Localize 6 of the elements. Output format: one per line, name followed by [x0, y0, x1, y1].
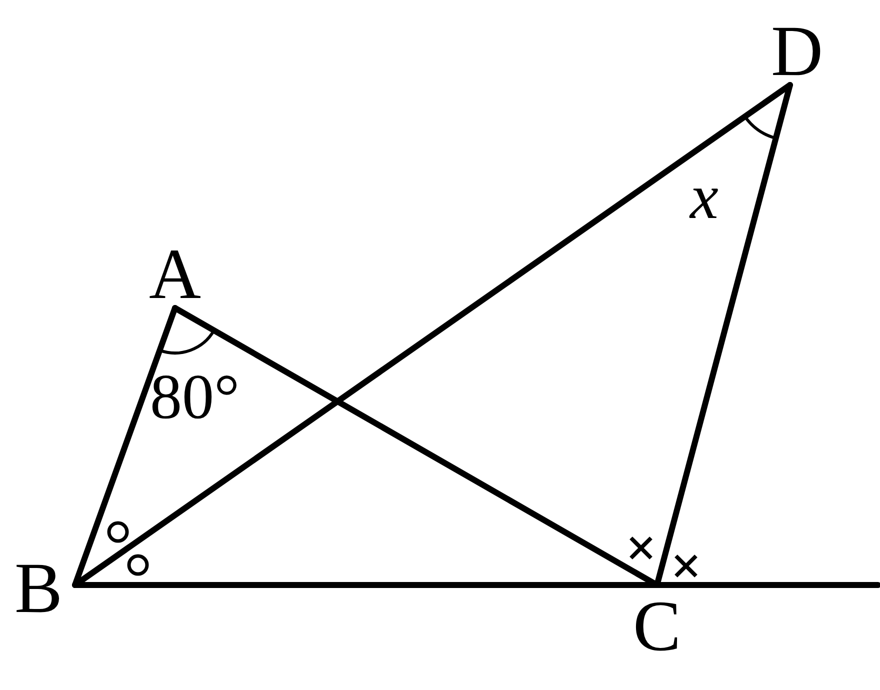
vertex-label: A — [140, 238, 210, 308]
vertex-label: D — [762, 15, 832, 85]
vertex-label: B — [2, 552, 75, 622]
angle-label: 80° — [150, 365, 240, 429]
angle-label: x — [690, 165, 718, 229]
vertex-label: C — [622, 590, 692, 660]
